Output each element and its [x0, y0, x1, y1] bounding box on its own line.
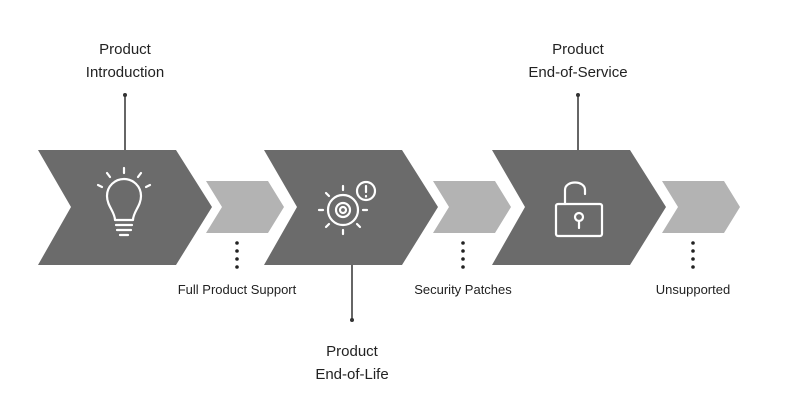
unsupported-label: Unsupported [655, 282, 731, 297]
unsupported-chevron [662, 181, 740, 233]
security-patches-dots [461, 241, 465, 269]
unlocked-padlock-icon [554, 181, 604, 238]
end-of-service-label: Product End-of-Service [508, 38, 648, 84]
end-of-service-label-line2: End-of-Service [528, 64, 628, 81]
end-of-life-label-line2: End-of-Life [315, 366, 389, 383]
full-support-label: Full Product Support [177, 282, 297, 297]
end-of-service-label-line1: Product [552, 41, 604, 58]
lightbulb-icon [96, 166, 152, 237]
introduction-label: Product Introduction [65, 38, 185, 84]
gear-alert-icon [317, 180, 377, 236]
end-of-life-dot [350, 318, 354, 322]
full-support-chevron [206, 181, 284, 233]
end-of-life-chevron [264, 150, 438, 265]
end-of-service-dot [576, 93, 580, 97]
end-of-life-label: Product End-of-Life [292, 340, 412, 386]
full-support-dots [235, 241, 239, 269]
security-patches-chevron [433, 181, 511, 233]
introduction-dot [123, 93, 127, 97]
security-patches-label: Security Patches [414, 282, 512, 297]
end-of-life-label-line1: Product [326, 343, 378, 360]
unsupported-dots [691, 241, 695, 269]
end-of-service-chevron [492, 150, 666, 265]
introduction-label-line1: Product [99, 41, 151, 58]
introduction-chevron [38, 150, 212, 265]
introduction-label-line2: Introduction [85, 64, 165, 81]
